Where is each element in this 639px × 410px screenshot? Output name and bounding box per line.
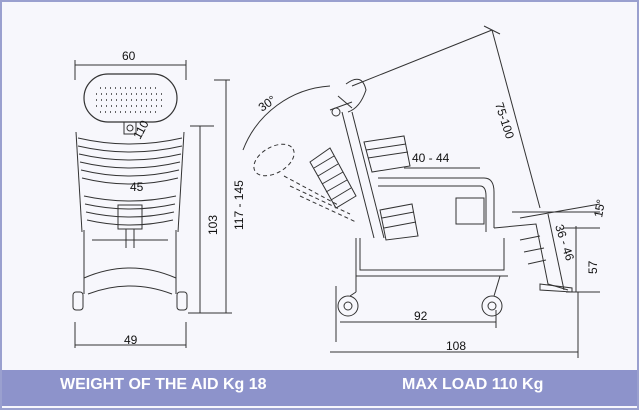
dim-seat-depth: 40 - 44 — [412, 151, 450, 165]
front-view — [72, 60, 232, 348]
max-load-label: MAX LOAD 110 Kg — [402, 376, 544, 393]
weight-label: WEIGHT OF THE AID Kg 18 — [60, 376, 267, 393]
side-view — [242, 25, 601, 358]
dim-foot-height: 57 — [586, 260, 600, 274]
headrest-holes — [96, 87, 165, 113]
dim-back-angle: 45 — [130, 180, 144, 194]
dim-total-length: 108 — [446, 339, 466, 353]
dim-leg-angle: 15° — [591, 198, 608, 219]
tilted-backrest-ghost — [253, 143, 357, 223]
dim-front-width: 60 — [122, 49, 136, 63]
dim-seat-height: 103 — [206, 215, 220, 235]
dim-base-width: 49 — [124, 333, 138, 347]
technical-drawing: 60 110 45 103 117 - 145 49 30° 75-100 40… — [72, 25, 608, 358]
dim-wheelbase: 92 — [414, 309, 428, 323]
dim-overall-length: 75-100 — [492, 101, 517, 141]
dim-leg-length: 36 - 46 — [552, 223, 577, 263]
dim-total-height: 117 - 145 — [232, 180, 246, 230]
backrest-slats — [77, 137, 183, 226]
tilted-slats — [309, 147, 357, 209]
info-footer: WEIGHT OF THE AID Kg 18 MAX LOAD 110 Kg — [2, 370, 637, 406]
dim-head-angle: 110 — [130, 118, 151, 142]
dim-tilt-angle: 30° — [256, 92, 279, 114]
